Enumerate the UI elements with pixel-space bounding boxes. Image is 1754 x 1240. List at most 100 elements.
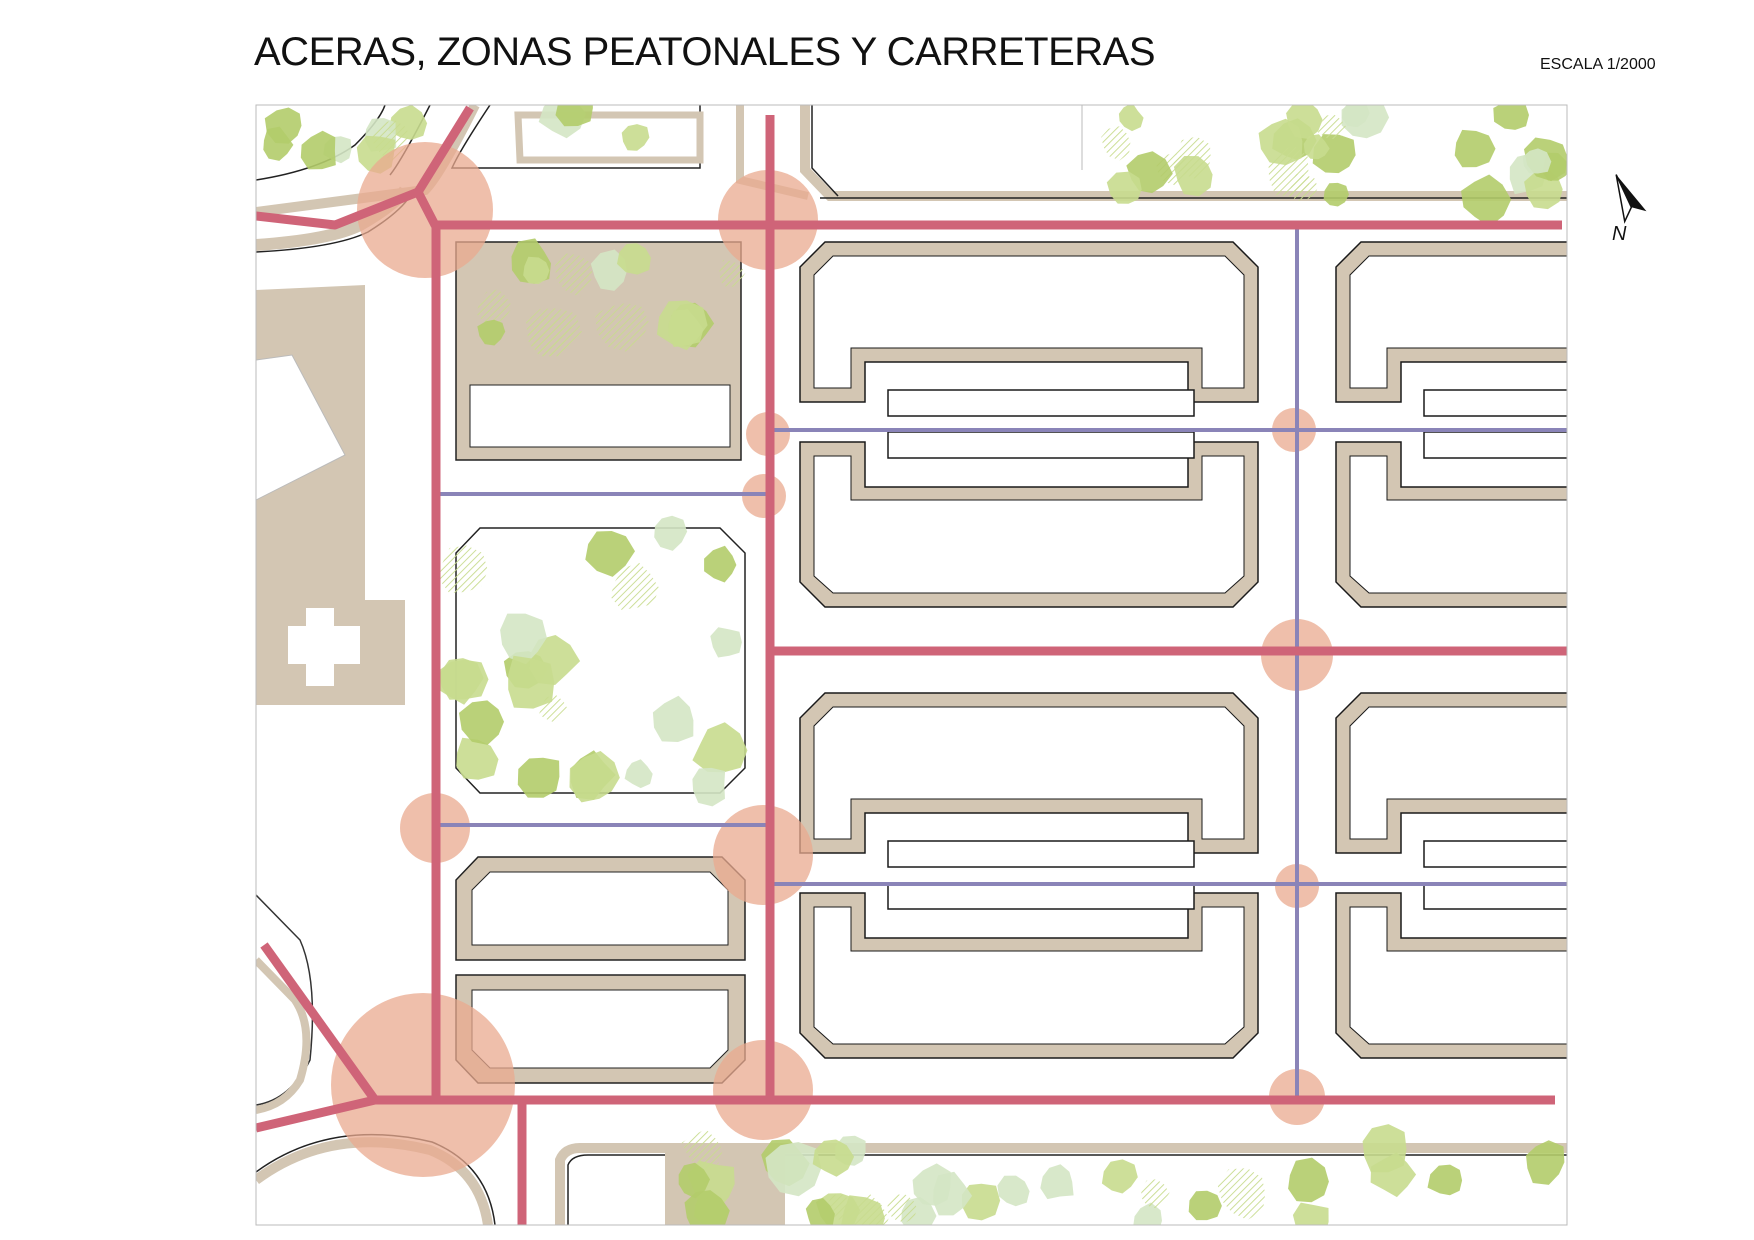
tree — [1522, 148, 1552, 174]
intersection-node — [713, 805, 813, 905]
tree — [805, 1198, 835, 1225]
block-interior — [813, 455, 1245, 594]
tree — [678, 1162, 710, 1199]
tree — [523, 256, 550, 284]
tree — [1454, 129, 1496, 168]
building-bar — [1423, 431, 1567, 459]
tree — [594, 302, 650, 352]
north-arrow-icon — [1615, 174, 1647, 224]
tree — [624, 759, 653, 789]
path-strip — [365, 285, 405, 595]
tree — [961, 1183, 1001, 1221]
residential-block-pair — [1335, 692, 1567, 1059]
tree — [300, 130, 336, 170]
block-interior — [1349, 706, 1567, 840]
map-frame — [255, 104, 1568, 1226]
tree — [719, 259, 746, 287]
road-network — [256, 105, 1567, 1225]
tree — [692, 767, 726, 807]
building-bar — [887, 389, 1195, 417]
tree — [459, 700, 504, 745]
pedestrian-paths — [436, 222, 1567, 1098]
road — [260, 942, 379, 1103]
building-bar — [1423, 389, 1567, 417]
tree — [1258, 118, 1303, 166]
tree — [1427, 1164, 1463, 1196]
tree — [500, 613, 547, 665]
cross-building — [288, 608, 360, 686]
block-interior — [1349, 455, 1567, 594]
tree — [812, 1139, 855, 1177]
tree — [1526, 1140, 1565, 1185]
tree — [1141, 1179, 1170, 1209]
tree — [555, 105, 593, 127]
tree — [1303, 134, 1330, 160]
tree — [692, 722, 748, 773]
tree — [1341, 105, 1390, 139]
north-label: N — [1612, 223, 1627, 245]
tree — [1101, 1159, 1138, 1194]
residential-block-pair — [799, 692, 1259, 1059]
tree — [1493, 105, 1529, 130]
building-bar — [887, 431, 1195, 459]
map-title: ACERAS, ZONAS PEATONALES Y CARRETERAS — [254, 30, 1156, 74]
tree — [438, 545, 488, 594]
scale-label: ESCALA 1/2000 — [1540, 56, 1656, 73]
block-interior — [1349, 906, 1567, 1045]
tree — [264, 107, 302, 144]
building-bar — [887, 840, 1195, 868]
building-bar — [1423, 882, 1567, 910]
tree — [1106, 171, 1142, 204]
tree — [681, 1129, 723, 1171]
tree — [684, 1190, 730, 1225]
tree — [1188, 1190, 1222, 1221]
tree — [617, 243, 651, 275]
tree — [554, 253, 593, 298]
tree — [1370, 1152, 1417, 1198]
tree — [845, 1194, 889, 1225]
tree — [765, 1142, 822, 1197]
tree — [1101, 126, 1131, 161]
tree — [1040, 1164, 1074, 1200]
residential-block-pair — [799, 241, 1259, 608]
tree — [1461, 174, 1512, 227]
building-bar — [887, 882, 1195, 910]
tree — [477, 319, 506, 346]
tree — [569, 751, 620, 803]
tree — [652, 695, 694, 742]
tree — [517, 757, 560, 798]
building-footprint — [256, 354, 346, 501]
residential-block-pair — [1335, 241, 1567, 608]
block-interior — [1349, 255, 1567, 389]
tree-layer — [263, 105, 1567, 1225]
tree — [654, 515, 688, 551]
tree — [526, 308, 582, 357]
tree — [1292, 1202, 1329, 1225]
block-interior — [813, 255, 1245, 389]
tree — [1288, 1157, 1329, 1203]
block-interior — [813, 906, 1245, 1045]
tree — [656, 300, 708, 351]
tree — [704, 545, 737, 583]
tree — [476, 289, 513, 325]
intersection-node — [713, 1040, 813, 1140]
tree — [438, 659, 489, 700]
left-district — [256, 285, 405, 1114]
tree — [508, 655, 555, 709]
tree — [710, 627, 742, 658]
residential-blocks — [799, 241, 1567, 1059]
tree — [585, 531, 635, 577]
tree — [621, 124, 650, 151]
tree — [610, 562, 659, 610]
tree — [997, 1175, 1030, 1207]
block-interior — [813, 706, 1245, 840]
building-bar — [1423, 840, 1567, 868]
tree — [1173, 136, 1211, 180]
tree — [887, 1194, 918, 1223]
tree — [912, 1163, 951, 1206]
tree — [456, 737, 499, 780]
tree — [1317, 114, 1347, 140]
tree — [1217, 1168, 1266, 1220]
road — [414, 105, 474, 195]
